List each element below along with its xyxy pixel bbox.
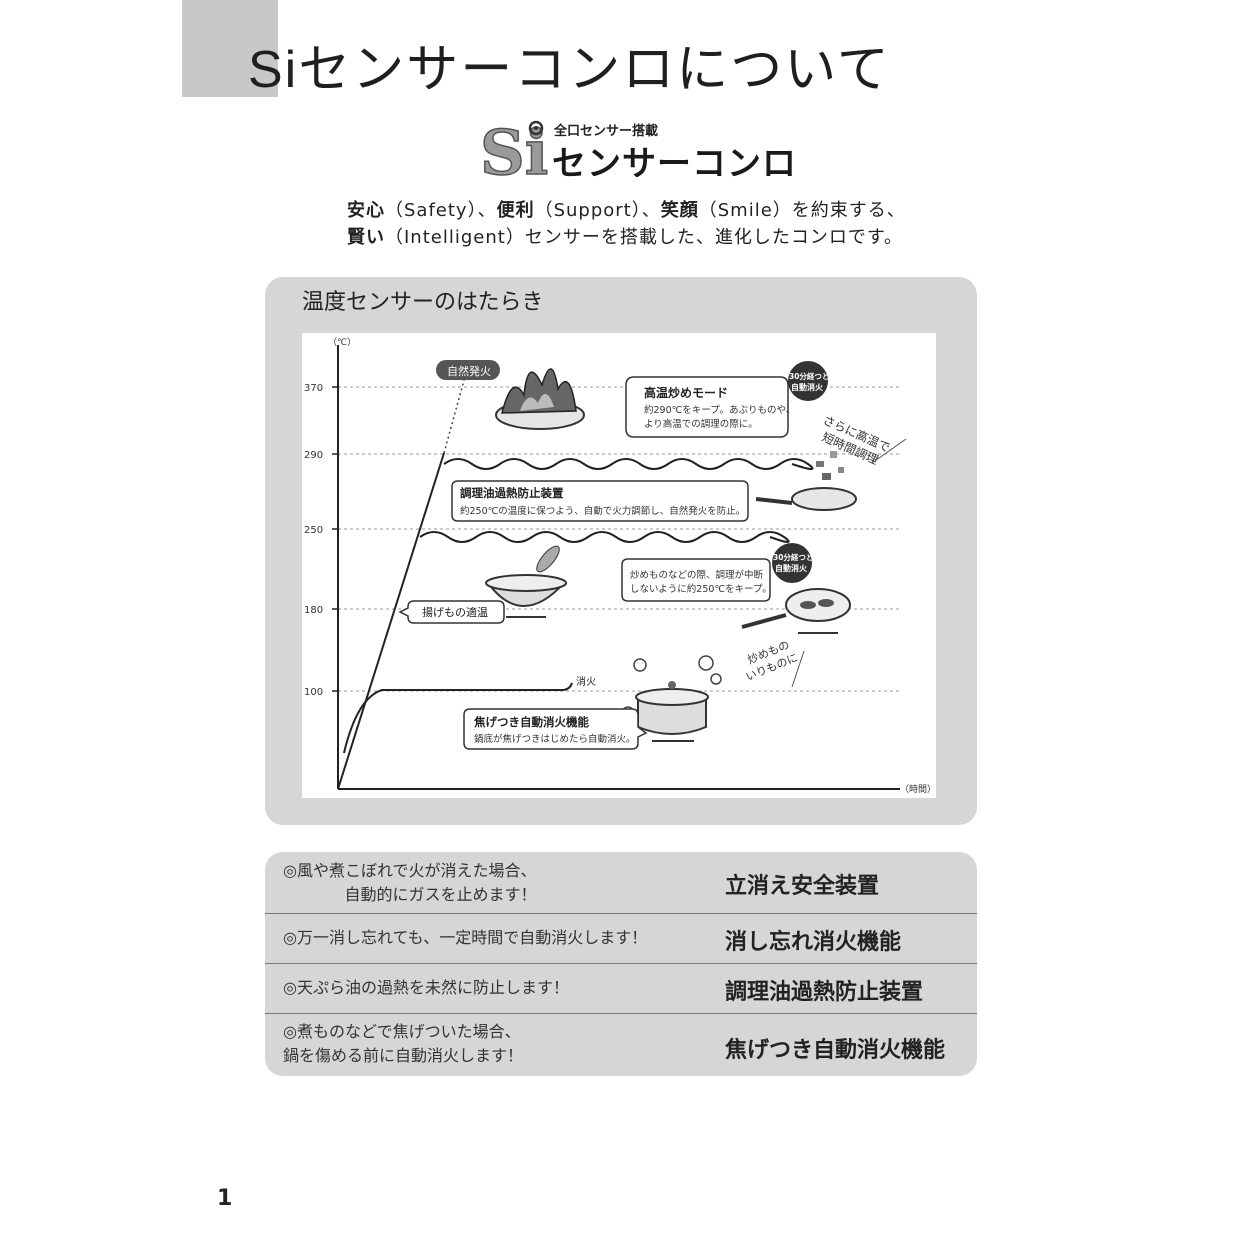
feature-desc-line1: ◎煮ものなどで焦げついた場合、 [283, 1022, 521, 1041]
y-tick-label-100: 100 [304, 687, 323, 698]
stirfry-line1: 炒めものなどの際、調理が中断 [630, 569, 764, 581]
feature-row: ◎万一消し忘れても、一定時間で自動消火します！ 消し忘れ消火機能 [265, 913, 977, 964]
feature-name: 立消え安全装置 [725, 874, 880, 899]
tagline-support: （Support）、 [534, 200, 661, 221]
extinguish-label: 消火 [576, 675, 596, 688]
tagline-benri: 便利 [496, 200, 535, 221]
fry-label-callout: 揚げもの適温 [398, 600, 505, 624]
feature-desc-line1: ◎万一消し忘れても、一定時間で自動消火します！ [283, 928, 648, 947]
tagline-safety: （Safety）、 [385, 200, 497, 221]
page-number: 1 [217, 1186, 233, 1211]
frying-pan-illustration [741, 588, 851, 634]
badge-30min-upper-line1: 30分経つと [789, 371, 829, 381]
tagline: 安心（Safety）、便利（Support）、笑顔（Smile）を約束する、 賢… [347, 197, 906, 251]
wave-290 [443, 458, 814, 470]
tagline-egao: 笑顔 [660, 200, 699, 221]
tagline-kashikoi: 賢い [347, 227, 385, 248]
product-logo: Si 全口センサー搭載 センサーコンロ [478, 118, 796, 184]
side-note-stir: 炒めもの いりものに [744, 638, 800, 683]
cooking-pot-illustration [621, 655, 722, 742]
feature-list: ◎風や煮こぼれで火が消えた場合、自動的にガスを止めます！ 立消え安全装置 ◎万一… [265, 852, 977, 1076]
feature-desc-line1: ◎風や煮こぼれで火が消えた場合、 [283, 861, 537, 880]
rise-line-main [337, 452, 445, 790]
badge-30min-lower-line2: 自動消火 [775, 563, 808, 573]
tagline-line-2: 賢い（Intelligent）センサーを搭載した、進化したコンロです。 [347, 224, 906, 251]
scorch-title: 焦げつき自動消火機能 [473, 715, 589, 729]
badge-30min-upper [788, 361, 828, 401]
stirfry-callout: 炒めものなどの際、調理が中断 しないように約250℃をキープ。 [621, 558, 772, 602]
feature-desc-line2: 鍋を傷める前に自動消火します！ [283, 1046, 524, 1065]
feature-desc: ◎風や煮こぼれで火が消えた場合、自動的にガスを止めます！ [283, 859, 536, 907]
corner-block [182, 0, 278, 97]
logo-main-text: センサーコンロ [552, 144, 797, 184]
page-title-si: Si [248, 41, 299, 99]
y-tick-label-370: 370 [304, 383, 323, 394]
feature-desc: ◎万一消し忘れても、一定時間で自動消火します！ [283, 926, 647, 950]
oil-overheat-callout: 調理油過熱防止装置 約250℃の温度に保つよう、自動で火力調節し、自然発火を防止… [451, 480, 749, 522]
tossing-pan-illustration [755, 451, 857, 511]
ignition-badge [436, 360, 500, 380]
y-axis-label: （℃） [328, 337, 356, 348]
frying-wok-illustration [485, 545, 567, 618]
rise-line-ignition [443, 372, 467, 454]
y-tick-label-290: 290 [304, 450, 323, 461]
tagline-anshin: 安心 [347, 200, 385, 221]
oil-overheat-desc: 約250℃の温度に保つよう、自動で火力調節し、自然発火を防止。 [460, 505, 745, 517]
fry-label: 揚げもの適温 [422, 605, 488, 619]
feature-desc-line1: ◎天ぷら油の過熱を未然に防止します！ [283, 978, 569, 997]
wave-250 [419, 531, 790, 543]
feature-name: 消し忘れ消火機能 [725, 930, 902, 955]
page-title-rest: センサーコンロについて [298, 40, 891, 100]
temperature-chart: （℃） （時間） 100 180 250 290 370 自然発火 高温炒めモード 約2… [302, 333, 936, 798]
tagline-intelligent: （Intelligent）センサーを搭載した、進化したコンロです。 [385, 227, 904, 248]
x-axis-label: （時間） [900, 784, 936, 795]
flaming-wok-illustration [495, 368, 585, 430]
feature-name: 焦げつき自動消火機能 [725, 1038, 946, 1063]
temperature-chart-svg: （℃） （時間） 100 180 250 290 370 自然発火 高温炒めモード 約2… [304, 337, 936, 795]
high-mode-line2: より高温での調理の際に。 [644, 418, 758, 430]
ignition-label: 自然発火 [447, 364, 491, 378]
y-tick-label-250: 250 [304, 525, 323, 536]
si-logo-mark: Si [479, 118, 548, 180]
feature-name: 調理油過熱防止装置 [725, 980, 924, 1005]
badge-30min-lower [772, 543, 812, 583]
logo-subtitle: 全口センサー搭載 [554, 124, 659, 139]
stirfry-line2: しないように約250℃をキープ。 [630, 583, 772, 595]
scorch-callout: 焦げつき自動消火機能 鍋底が焦げつきはじめたら自動消火。 [463, 708, 648, 750]
feature-row: ◎天ぷら油の過熱を未然に防止します！ 調理油過熱防止装置 [265, 963, 977, 1014]
scorch-desc: 鍋底が焦げつきはじめたら自動消火。 [474, 733, 636, 745]
feature-desc: ◎天ぷら油の過熱を未然に防止します！ [283, 976, 569, 1000]
y-tick-label-180: 180 [304, 605, 323, 616]
badge-30min-upper-line2: 自動消火 [791, 382, 824, 392]
boil-curve [343, 682, 573, 754]
feature-desc: ◎煮ものなどで焦げついた場合、鍋を傷める前に自動消火します！ [283, 1020, 523, 1068]
sensor-panel-title: 温度センサーのはたらき [302, 290, 544, 315]
tagline-line-1: 安心（Safety）、便利（Support）、笑顔（Smile）を約束する、 [347, 197, 906, 224]
oil-overheat-title: 調理油過熱防止装置 [460, 486, 564, 500]
badge-30min-lower-line1: 30分経つと [773, 552, 813, 562]
tagline-smile: （Smile）を約束する、 [698, 200, 906, 221]
high-mode-callout: 高温炒めモード 約290℃をキープ。あぶりものや、 より高温での調理の際に。 [625, 376, 795, 438]
feature-row: ◎煮ものなどで焦げついた場合、鍋を傷める前に自動消火します！ 焦げつき自動消火機… [265, 1013, 977, 1076]
high-mode-title: 高温炒めモード [644, 385, 728, 400]
side-note-high: さらに高温で 短時間調理 [820, 412, 893, 467]
high-mode-line1: 約290℃をキープ。あぶりものや、 [644, 404, 795, 416]
feature-row: ◎風や煮こぼれで火が消えた場合、自動的にガスを止めます！ 立消え安全装置 [265, 852, 977, 913]
page-title: Siセンサーコンロについて [248, 40, 891, 100]
feature-desc-line2: 自動的にガスを止めます！ [344, 885, 537, 904]
logo-dot-icon [528, 120, 544, 136]
